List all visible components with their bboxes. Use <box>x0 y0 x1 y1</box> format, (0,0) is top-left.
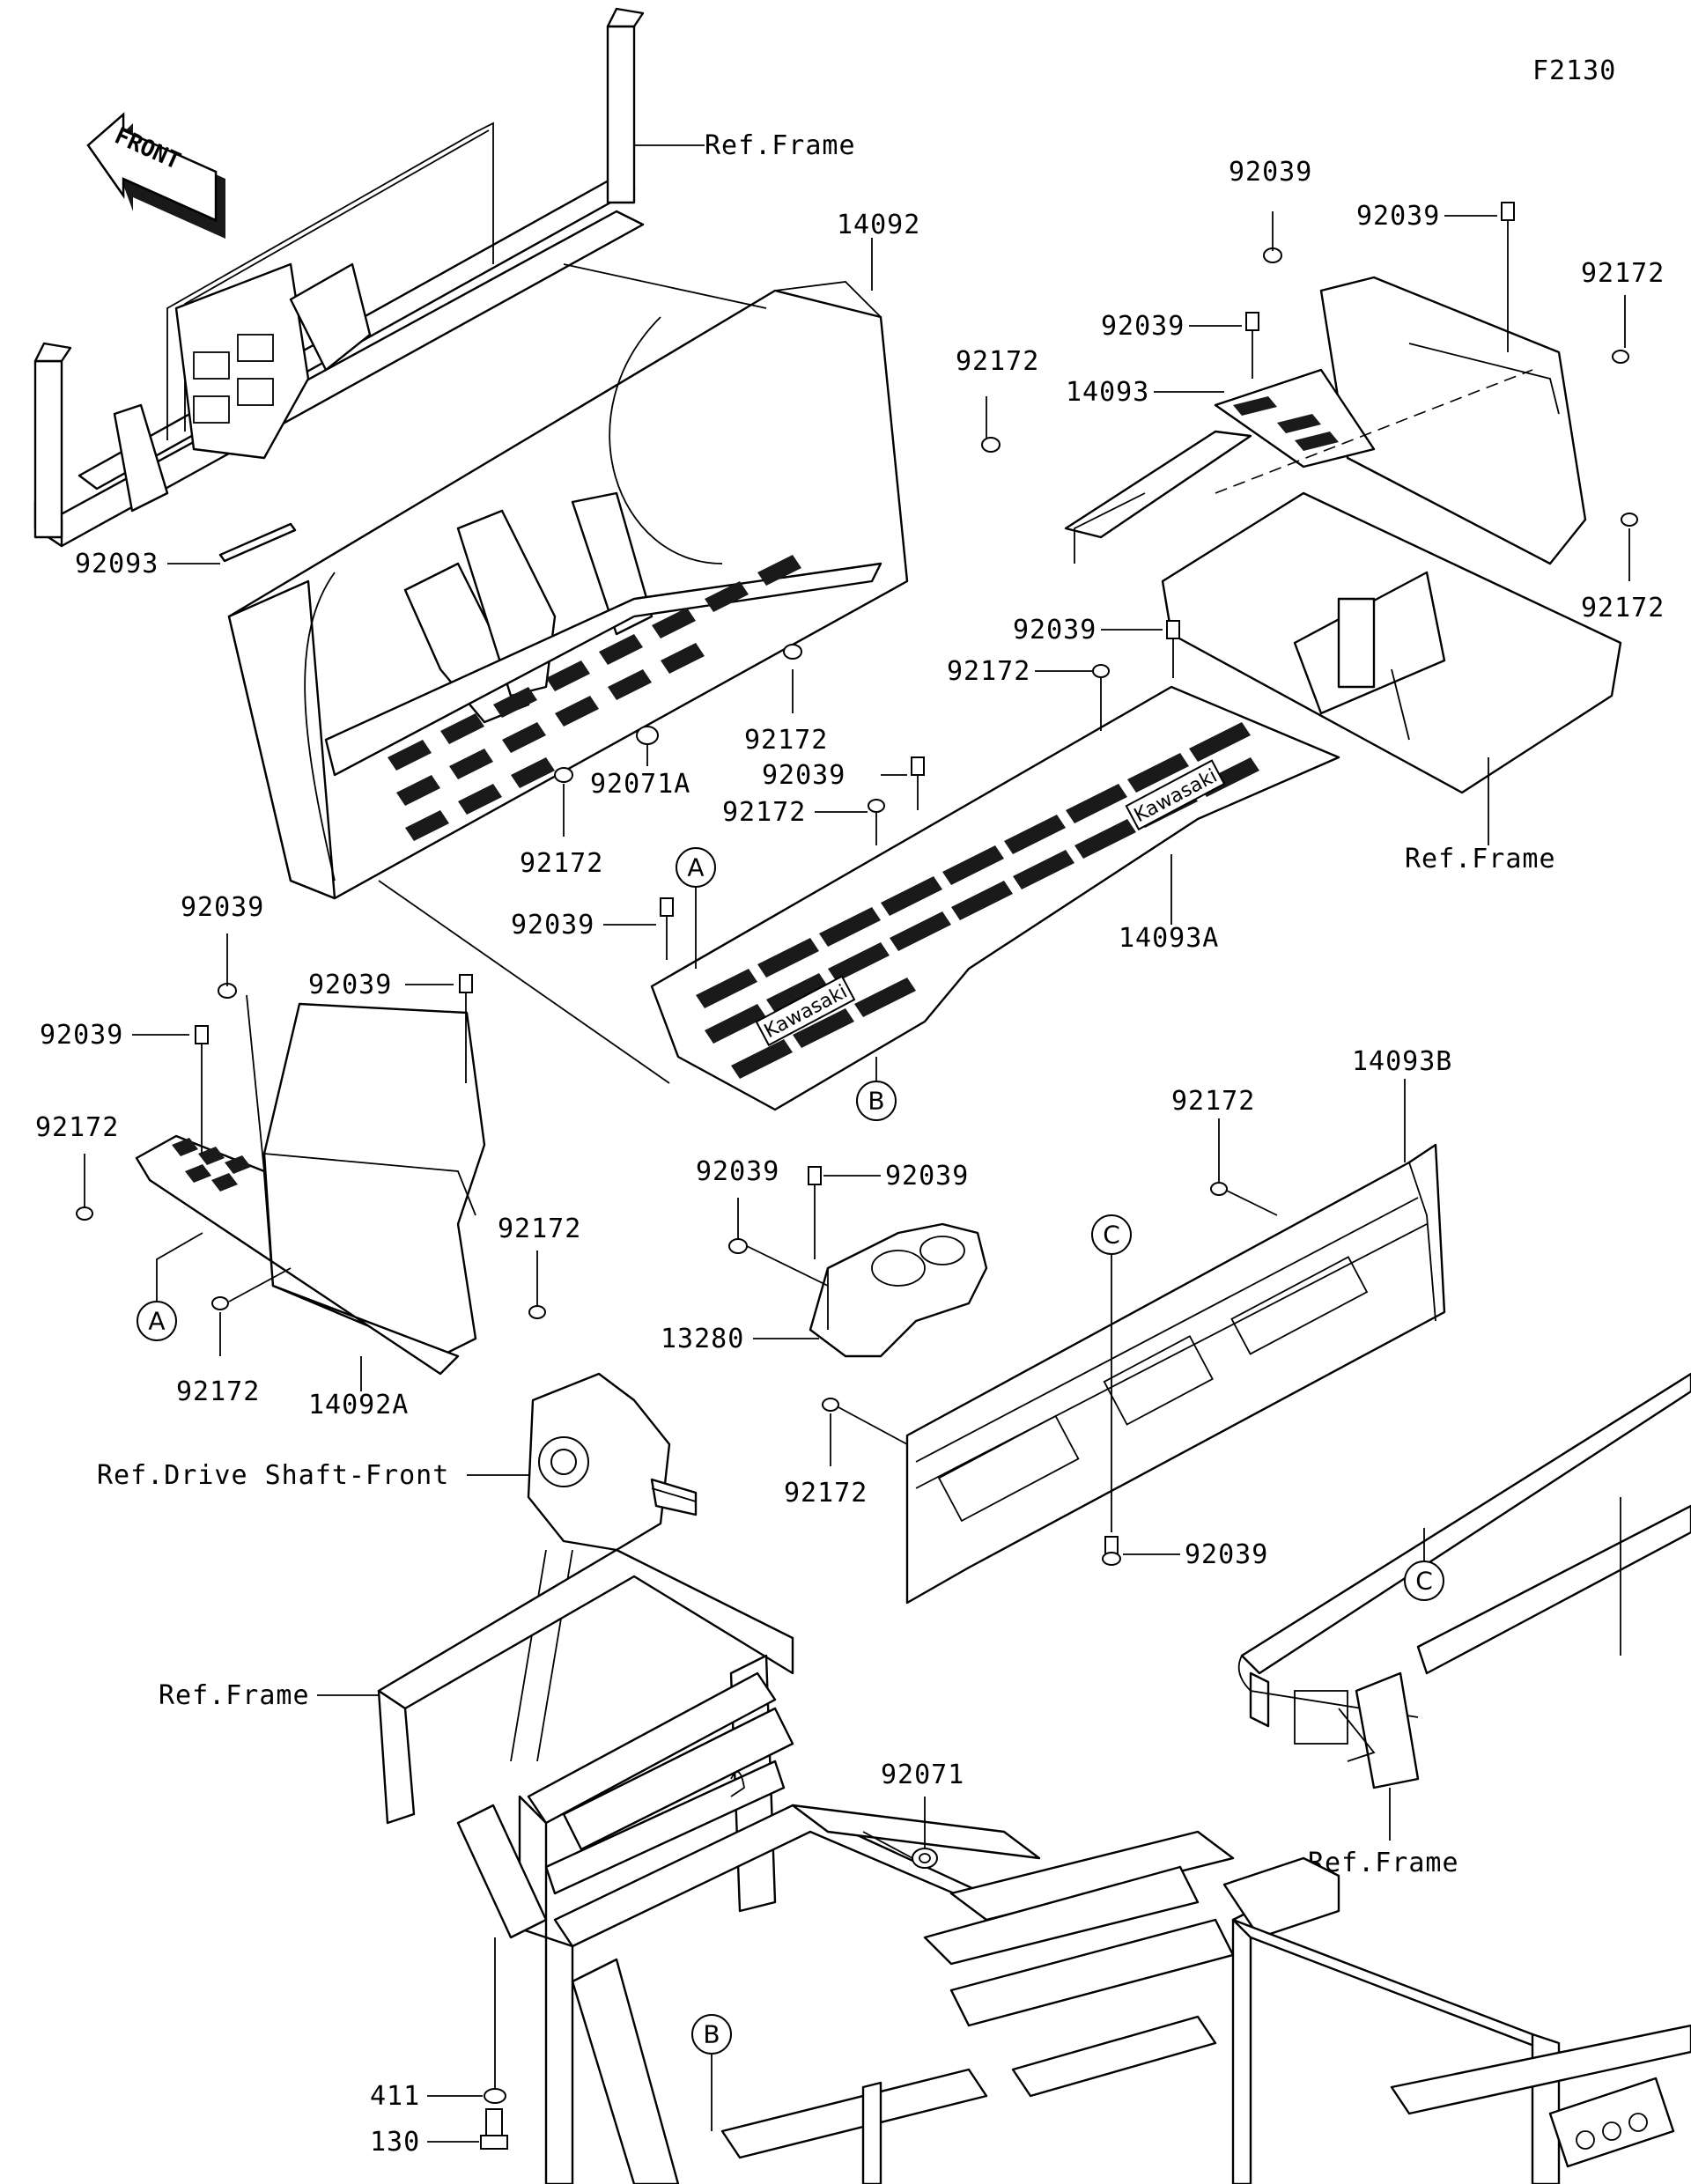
callout-c-top-label: C <box>1103 1221 1120 1250</box>
callout-a-top-label: A <box>687 853 704 882</box>
label-92039-l-a: 92039 <box>181 892 264 923</box>
front-frame-section: Ref.Frame <box>33 7 856 548</box>
fastener-92039-c-a <box>1166 620 1180 678</box>
label-ref-frame-top: Ref.Frame <box>705 130 856 161</box>
label-92093: 92093 <box>75 549 159 579</box>
front-arrow-icon: FRONT <box>86 112 225 239</box>
label-92172-tr-b: 92172 <box>1581 593 1665 623</box>
label-92039-l-b: 92039 <box>308 970 392 1000</box>
fastener-92039-tr-c <box>1245 312 1259 379</box>
fastener-92172-tr-a <box>1612 350 1629 364</box>
label-92172-c: 92172 <box>520 848 603 879</box>
label-92039-m-a: 92039 <box>696 1156 779 1187</box>
label-92172-l-b: 92172 <box>176 1376 260 1407</box>
part-14092-front-panel <box>227 263 909 1084</box>
part-92093-strip <box>218 522 297 563</box>
label-92039-tr-b: 92039 <box>1356 201 1440 232</box>
label-92172-c-b: 92172 <box>722 797 806 828</box>
label-92039-c-c: 92039 <box>511 910 594 941</box>
label-92071a: 92071A <box>590 769 690 800</box>
label-92172-l-a: 92172 <box>35 1112 119 1143</box>
part-14093a-floor-mat: Kawasaki Kawasaki <box>650 685 1340 1111</box>
label-14093: 14093 <box>1066 377 1149 408</box>
label-92172-a: 92172 <box>956 346 1039 377</box>
callout-c-right-label: C <box>1415 1567 1433 1596</box>
label-92172-b: 92172 <box>744 725 828 756</box>
callout-b-top-label: B <box>868 1087 884 1116</box>
label-14092a: 14092A <box>308 1390 409 1420</box>
label-ref-frame-tr: Ref.Frame <box>1405 844 1556 874</box>
fastener-92039-c-b <box>911 756 925 810</box>
fastener-92039-m-b <box>808 1166 822 1259</box>
fastener-92071 <box>862 1797 938 1869</box>
fastener-92172-a <box>981 396 1001 453</box>
fastener-92039-l-a <box>218 933 265 1172</box>
label-ref-drive-shaft-front: Ref.Drive Shaft-Front <box>97 1460 449 1491</box>
fastener-92172-c-b <box>868 799 885 845</box>
part-14092a-side-panel <box>135 1002 486 1376</box>
label-411: 411 <box>370 2081 420 2112</box>
fastener-92172-tr-b <box>1621 513 1638 581</box>
label-92172-r-a: 92172 <box>1171 1086 1255 1117</box>
label-92172-r-b: 92172 <box>784 1478 868 1509</box>
rear-frame-section <box>1064 369 1622 794</box>
callout-a-left-label: A <box>148 1307 165 1336</box>
fastener-130-bolt <box>480 2108 508 2150</box>
fastener-92039-m-a <box>728 1198 829 1287</box>
fastener-92039-c-c <box>660 897 674 960</box>
fastener-92172-l-b <box>211 1267 292 1356</box>
part-front-gearcase <box>527 1372 698 1552</box>
label-92039-m-b: 92039 <box>885 1161 969 1192</box>
fastener-92039-l-c <box>195 1025 209 1154</box>
part-14093-rear-panel <box>1214 276 1587 565</box>
label-ref-frame-bottom: Ref.Frame <box>159 1680 310 1711</box>
label-130: 130 <box>370 2127 420 2158</box>
label-13280: 13280 <box>661 1324 744 1354</box>
fastener-92039-r <box>1102 1536 1121 1566</box>
part-13280-bracket <box>809 1222 988 1358</box>
part-14093b-rear-panel <box>905 1143 1446 1605</box>
fastener-92172-r-b <box>822 1398 908 1466</box>
main-chassis-frame <box>377 1548 1691 2184</box>
fastener-92172-r-a <box>1210 1118 1278 1216</box>
label-92172-tr-a: 92172 <box>1581 258 1665 289</box>
fastener-92172-b <box>783 644 802 713</box>
fastener-92172-l-c <box>528 1251 546 1319</box>
label-14093a: 14093A <box>1119 923 1219 954</box>
label-14093b: 14093B <box>1352 1046 1452 1077</box>
fastener-92039-l-b <box>459 974 473 1083</box>
label-92039-c-a: 92039 <box>1013 615 1097 646</box>
fastener-92172-c-a <box>1092 664 1110 731</box>
callout-b-bottom-label: B <box>703 2020 720 2049</box>
fastener-92039-tr-a <box>1263 211 1282 263</box>
fastener-92172-c <box>554 767 573 837</box>
label-92172-l-c: 92172 <box>498 1214 581 1244</box>
fastener-92071a <box>636 726 659 766</box>
fastener-411-washer <box>484 1937 506 2104</box>
fastener-92172-l-a <box>76 1154 93 1221</box>
label-92071: 92071 <box>881 1760 964 1790</box>
rear-bed-frame <box>1237 1372 1691 1789</box>
label-92039-tr-a: 92039 <box>1229 157 1312 188</box>
fastener-92039-tr-b <box>1501 202 1515 352</box>
label-92039-tr-c: 92039 <box>1101 311 1185 342</box>
label-92039-l-c: 92039 <box>40 1020 123 1051</box>
label-92039-r: 92039 <box>1185 1539 1268 1570</box>
label-92039-c-b: 92039 <box>762 760 846 791</box>
label-14092: 14092 <box>837 210 920 240</box>
diagram-code: F2130 <box>1532 55 1616 86</box>
label-92172-c-a: 92172 <box>947 656 1030 687</box>
